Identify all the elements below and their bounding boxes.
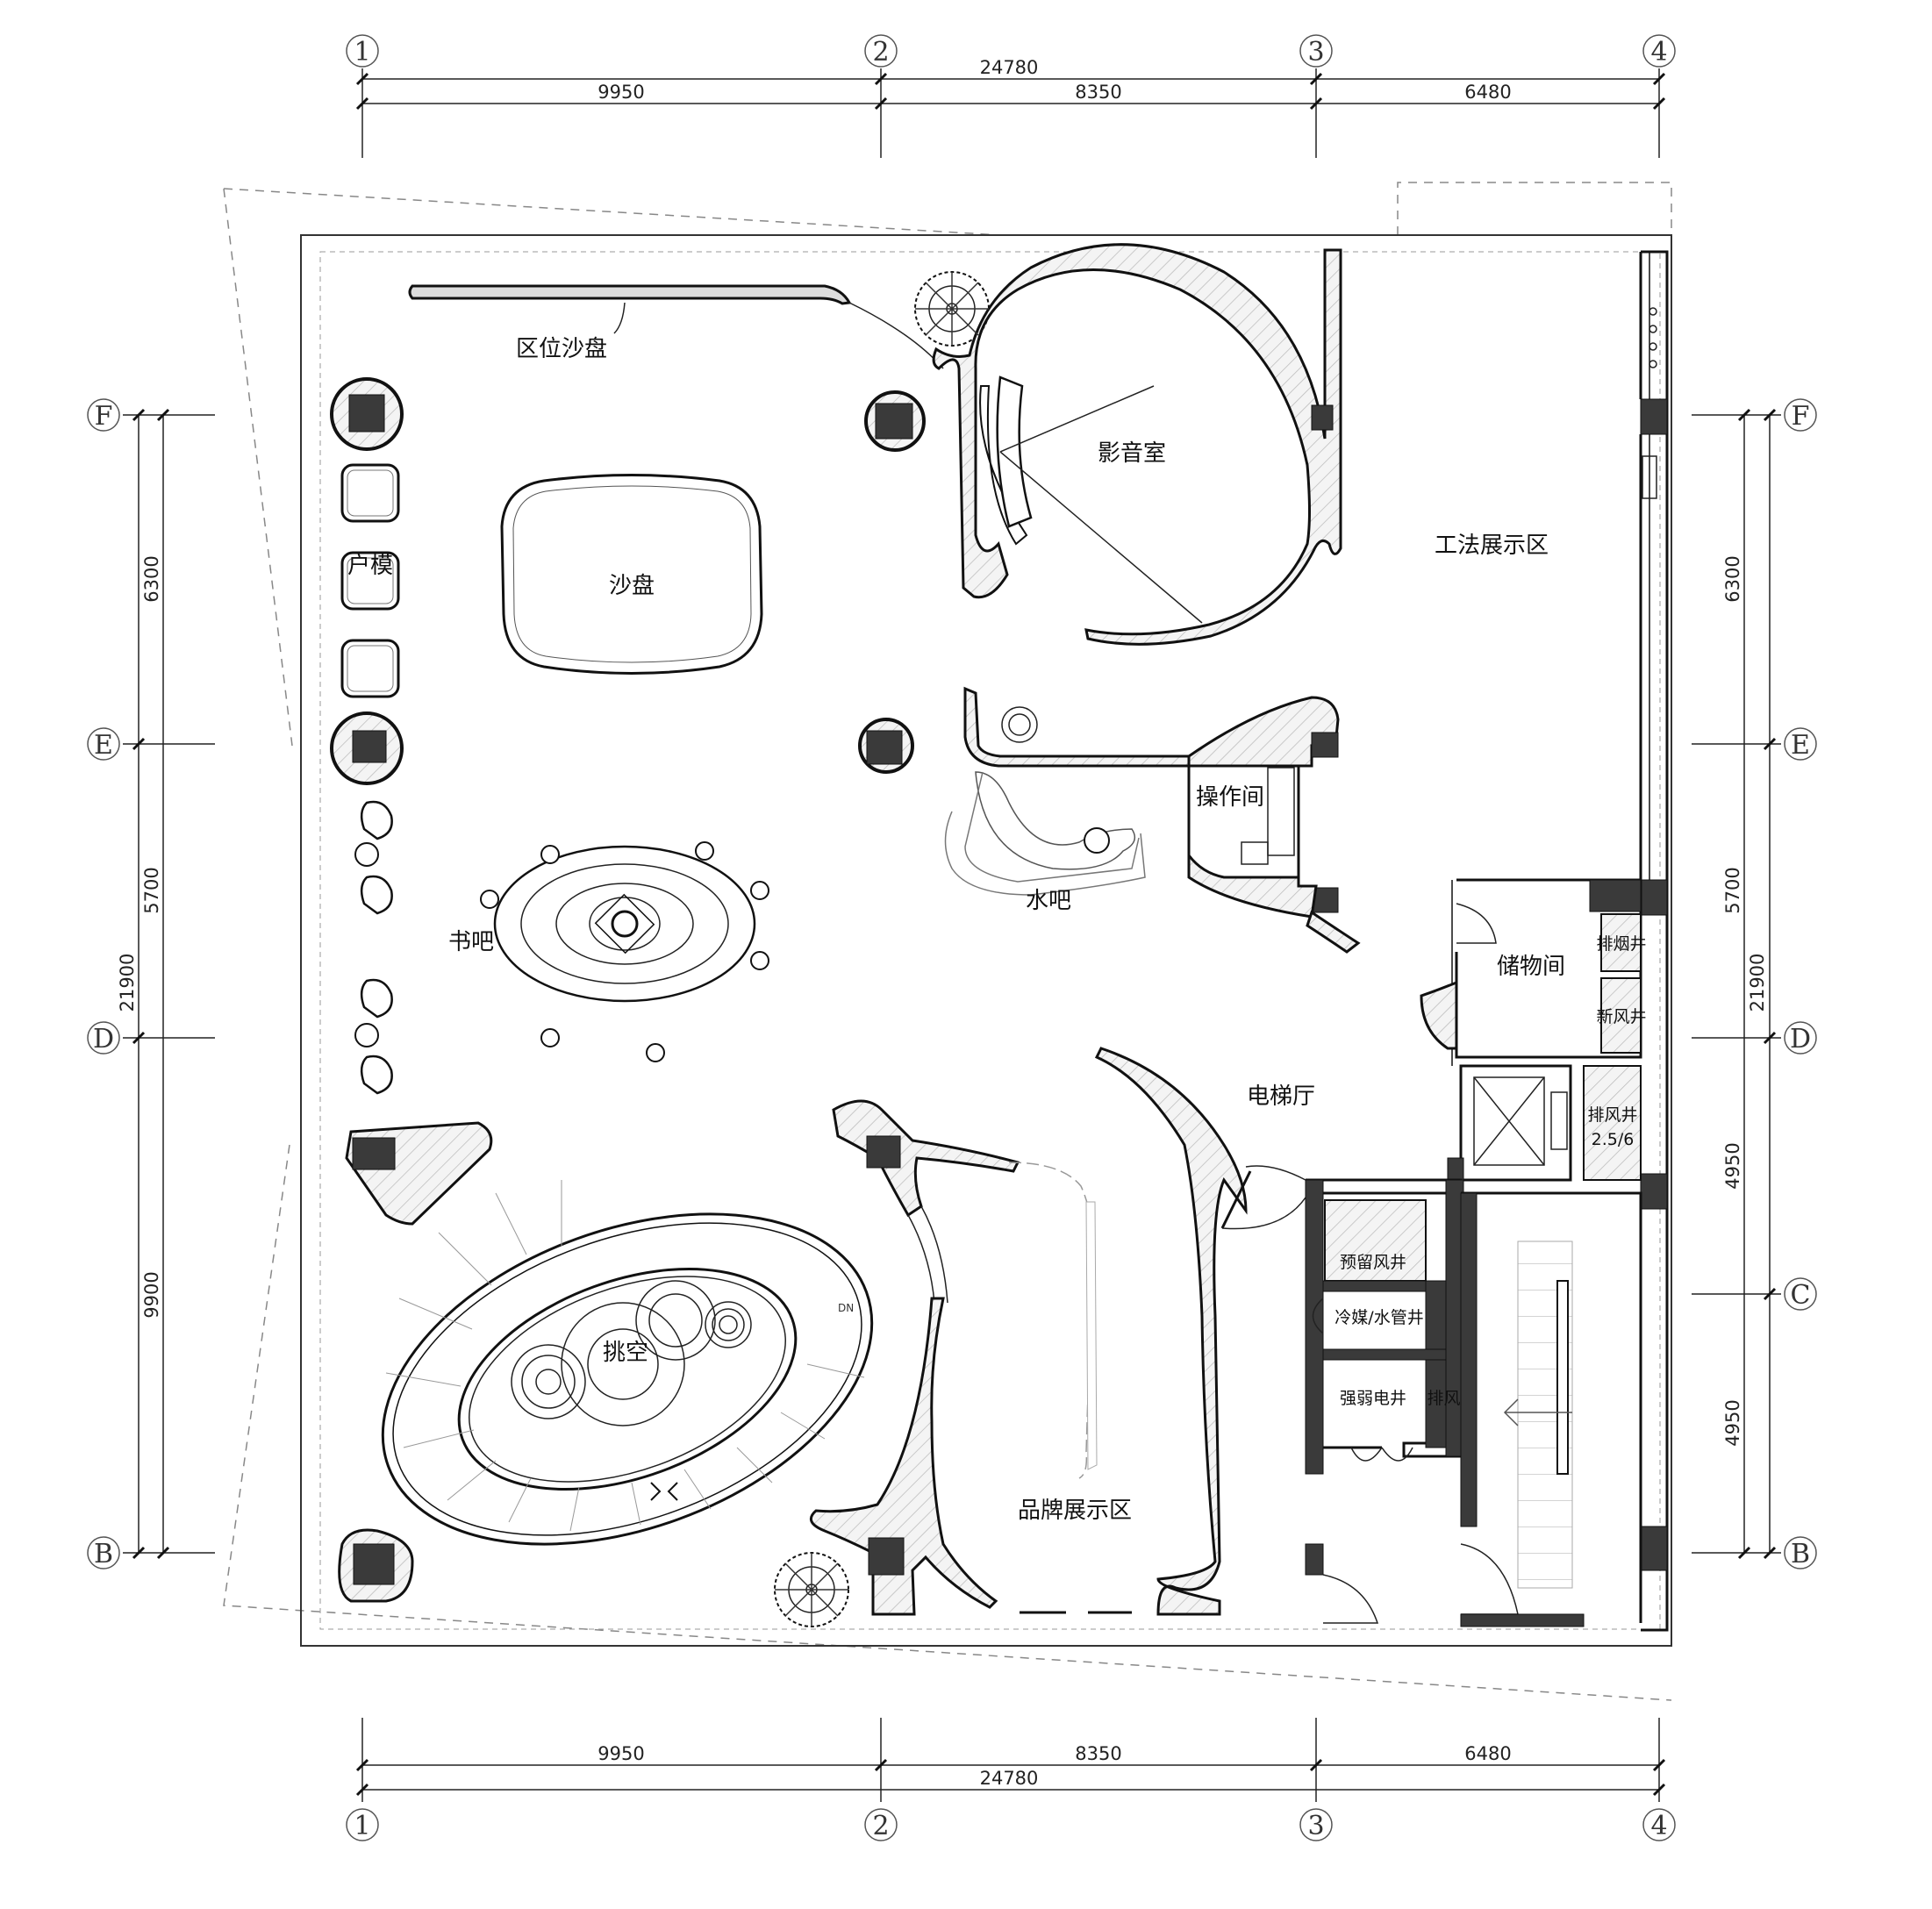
dim-bottom-seg-2: 8350 [1075, 1743, 1121, 1764]
axis-col-1-top: 1 [346, 34, 379, 68]
sand-table [500, 474, 763, 675]
dim-left-total: 21900 [117, 954, 138, 1012]
axis-col-3-top: 3 [1299, 34, 1333, 68]
svg-text:D: D [1790, 1024, 1811, 1055]
svg-text:E: E [94, 730, 113, 761]
label-smoke-shaft: 排烟井 [1596, 934, 1646, 954]
dim-top-seg-2: 8350 [1075, 82, 1121, 103]
axis-row-E-left: E [87, 727, 120, 761]
craft-display-wall [1639, 252, 1657, 880]
building-outline [223, 182, 1672, 1701]
service-shafts [1305, 1178, 1464, 1576]
label-sand-table: 沙盘 [609, 573, 655, 599]
dim-top-seg-3: 6480 [1464, 82, 1511, 103]
unit-models [340, 463, 400, 698]
svg-text:B: B [94, 1539, 113, 1569]
axis-row-B-left: B [87, 1536, 120, 1569]
dim-right-seg-1: 6300 [1722, 555, 1743, 602]
svg-text:2: 2 [872, 37, 889, 68]
label-operation-room: 操作间 [1196, 784, 1264, 811]
stair-down-mark: DN [838, 1302, 854, 1314]
svg-text:D: D [93, 1024, 114, 1055]
svg-text:4: 4 [1650, 37, 1667, 68]
axis-row-D-right: D [1784, 1021, 1817, 1055]
dim-bottom-seg-1: 9950 [597, 1743, 644, 1764]
axis-row-E-right: E [1784, 727, 1817, 761]
entry-door [1220, 1165, 1306, 1230]
axis-row-F-left: F [87, 398, 120, 432]
tree-leaf-icon [775, 272, 989, 1627]
operation-room [1187, 732, 1361, 954]
label-reserved-shaft: 预留风井 [1340, 1253, 1406, 1272]
dim-bottom-seg-3: 6480 [1464, 1743, 1511, 1764]
label-district-model: 区位沙盘 [516, 336, 607, 362]
svg-text:3: 3 [1307, 37, 1324, 68]
axis-col-3-bottom: 3 [1299, 1808, 1333, 1841]
dim-top-total: 24780 [980, 57, 1039, 78]
axis-col-4-top: 4 [1642, 34, 1676, 68]
label-brand-display: 品牌展示区 [1018, 1498, 1132, 1524]
dim-left-seg-3: 9900 [141, 1271, 162, 1318]
label-atrium: 挑空 [603, 1340, 648, 1366]
svg-text:4: 4 [1650, 1811, 1667, 1841]
axis-row-C-right: C [1784, 1277, 1817, 1311]
label-craft-display: 工法展示区 [1435, 533, 1549, 559]
axis-col-2-top: 2 [864, 34, 898, 68]
label-storage: 储物间 [1497, 954, 1565, 980]
district-model-table [408, 284, 944, 369]
axis-col-2-bottom: 2 [864, 1808, 898, 1841]
dimension-lines [123, 68, 1781, 1802]
axis-row-D-left: D [87, 1021, 120, 1055]
label-electric-shaft: 强弱电井 [1340, 1389, 1406, 1408]
elevator-core [1447, 1064, 1642, 1183]
brand-display-walls [809, 1047, 1248, 1616]
axis-row-B-right: B [1784, 1536, 1817, 1569]
svg-text:F: F [1792, 401, 1810, 432]
dim-right-total: 21900 [1747, 954, 1768, 1012]
label-elevator-hall: 电梯厅 [1247, 1083, 1315, 1110]
dim-right-seg-4: 4950 [1722, 1399, 1743, 1446]
book-bar-furniture [354, 800, 769, 1095]
axis-col-4-bottom: 4 [1642, 1808, 1676, 1841]
svg-text:B: B [1791, 1539, 1810, 1569]
label-av-room: 影音室 [1098, 440, 1166, 467]
water-bar-counter [944, 686, 1340, 896]
svg-text:1: 1 [354, 1811, 370, 1841]
dim-left-seg-1: 6300 [141, 555, 162, 602]
dim-right-seg-2: 5700 [1722, 867, 1743, 913]
dim-left-seg-2: 5700 [141, 867, 162, 913]
axis-col-1-bottom: 1 [346, 1808, 379, 1841]
svg-text:C: C [1791, 1280, 1811, 1311]
axis-row-F-right: F [1784, 398, 1817, 432]
dim-right-seg-3: 4950 [1722, 1142, 1743, 1189]
atrium-stair: DN [381, 1180, 874, 1546]
fire-stair [1322, 1191, 1642, 1627]
label-water-bar: 水吧 [1026, 888, 1071, 914]
svg-text:E: E [1791, 730, 1810, 761]
svg-text:2: 2 [872, 1811, 889, 1841]
label-exhaust-ratio: 2.5/6 [1592, 1130, 1635, 1149]
dim-bottom-total: 24780 [980, 1768, 1039, 1789]
svg-text:3: 3 [1307, 1811, 1324, 1841]
dimension-texts: 24780 9950 8350 6480 9950 8350 6480 2478… [117, 57, 1768, 1789]
label-refrigerant-shaft: 冷媒/水管井 [1335, 1308, 1423, 1327]
label-exhaust-shaft: 排风井 [1587, 1105, 1637, 1125]
svg-text:F: F [95, 401, 113, 432]
columns [330, 377, 926, 1603]
storage-room [1420, 878, 1642, 1066]
label-unit-model: 户模 [347, 553, 393, 579]
label-fresh-air-shaft: 新风井 [1596, 1007, 1646, 1026]
label-book-bar: 书吧 [448, 929, 494, 955]
svg-text:1: 1 [354, 37, 370, 68]
av-room-walls [932, 243, 1342, 646]
dim-top-seg-1: 9950 [597, 82, 644, 103]
axis-bubbles: 1 2 3 4 1 2 3 4 F E D B F E D C B [87, 34, 1817, 1841]
